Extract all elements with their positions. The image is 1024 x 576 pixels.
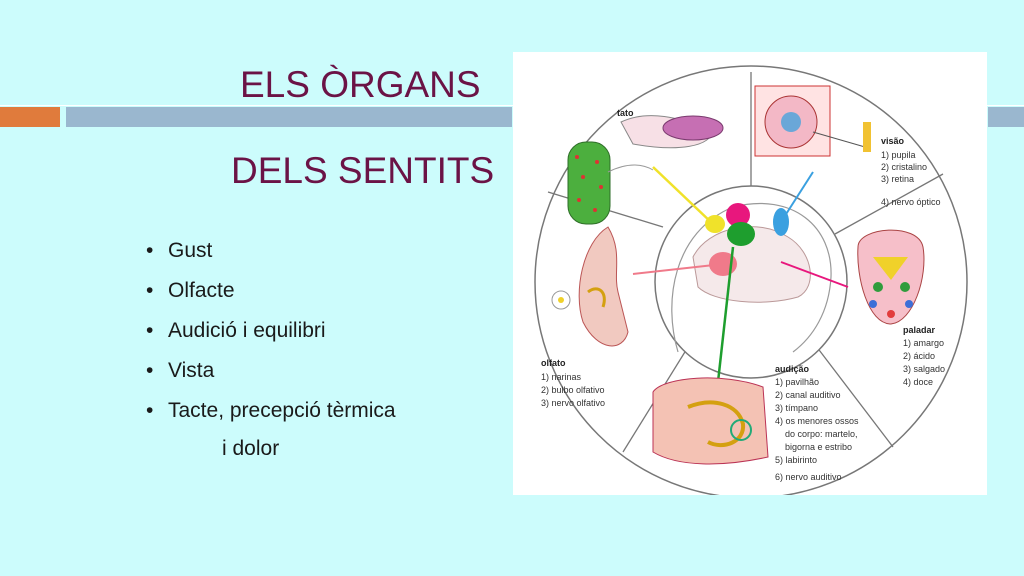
sector-visao: visão 1) pupila 2) cristalino 3) retina … xyxy=(754,85,941,207)
sector-olfato: olfato 1) narinas 2) bulbo olfativo 3) n… xyxy=(541,226,629,408)
slide-title-line1: ELS ÒRGANS xyxy=(240,64,481,105)
header-divider-line xyxy=(0,105,1024,106)
tongue-zone-yellow xyxy=(873,257,908,280)
bullet-item: •Olfacte xyxy=(146,276,396,316)
olfactory-bulb-illustration xyxy=(587,287,606,308)
taste-pathway-line xyxy=(780,261,849,288)
tato-title: tato xyxy=(617,108,634,118)
cactus-illustration xyxy=(567,141,611,225)
visao-item: 3) retina xyxy=(881,174,914,184)
ear-canal-illustration xyxy=(687,400,746,448)
audicao-item: 3) tímpano xyxy=(775,403,818,413)
labyrinth-illustration xyxy=(730,419,752,441)
bullet-item: •Audició i equilibri xyxy=(146,316,396,356)
visao-item: 2) cristalino xyxy=(881,162,927,172)
hearing-pathway-line xyxy=(716,246,735,383)
visao-item: 4) nervo óptico xyxy=(881,197,941,207)
olfato-title: olfato xyxy=(541,358,566,368)
bullet-dot-icon: • xyxy=(146,399,154,422)
bullet-dot-icon: • xyxy=(146,279,154,302)
audicao-item: 6) nervo auditivo xyxy=(775,472,842,482)
senses-diagram: tato visão 1) pupila 2) cristalino 3) re… xyxy=(513,52,987,495)
sector-paladar: paladar 1) amargo 2) ácido 3) salgado 4)… xyxy=(857,229,945,387)
paladar-item: 4) doce xyxy=(903,377,933,387)
brain-region-green xyxy=(727,222,755,246)
bullet-dot-icon: • xyxy=(146,359,154,382)
bullet-list: •Gust •Olfacte •Audició i equilibri •Vis… xyxy=(146,236,396,436)
audicao-title: audição xyxy=(775,364,810,374)
audicao-item: do corpo: martelo, xyxy=(785,429,858,439)
vision-pathway-line xyxy=(780,171,814,223)
accent-bar-blue-left xyxy=(66,107,512,127)
ear-illustration xyxy=(652,377,769,465)
senses-wheel-svg: tato visão 1) pupila 2) cristalino 3) re… xyxy=(534,65,968,495)
sight-line xyxy=(812,131,866,148)
head-outline xyxy=(671,202,832,353)
accent-bar-orange xyxy=(0,107,60,127)
audicao-item: 4) os menores ossos xyxy=(775,416,859,426)
audicao-item: 1) pavilhão xyxy=(775,377,819,387)
pupil-illustration xyxy=(781,112,801,132)
cactus-spines xyxy=(575,155,603,212)
paladar-title: paladar xyxy=(903,325,936,335)
accent-bar-blue-right xyxy=(988,107,1024,127)
sector-audicao: audição 1) pavilhão 2) canal auditivo 3)… xyxy=(652,364,859,482)
bullet-item: •Tacte, precepció tèrmica xyxy=(146,396,396,436)
smell-pathway-line xyxy=(632,263,724,275)
bullet-dot-icon: • xyxy=(146,319,154,342)
nose-illustration xyxy=(578,226,629,347)
touch-pathway-line xyxy=(652,166,714,225)
bullet-dot-icon: • xyxy=(146,239,154,262)
person-figure xyxy=(863,122,871,152)
bullet-item: •Vista xyxy=(146,356,396,396)
brain-region-magenta xyxy=(726,203,750,227)
visao-item: 1) pupila xyxy=(881,150,916,160)
slide-title-line2: DELS SENTITS xyxy=(231,150,495,191)
visao-title: visão xyxy=(881,136,905,146)
paladar-item: 1) amargo xyxy=(903,338,944,348)
touched-object-illustration xyxy=(662,115,724,141)
olfato-item: 1) narinas xyxy=(541,372,582,382)
paladar-item: 2) ácido xyxy=(903,351,935,361)
olfato-item: 3) nervo olfativo xyxy=(541,398,605,408)
fingers-illustration xyxy=(607,164,654,173)
audicao-item: bigorna e estribo xyxy=(785,442,852,452)
bullet-item: •Gust xyxy=(146,236,396,276)
bullet-continuation: i dolor xyxy=(222,437,280,460)
olfato-item: 2) bulbo olfativo xyxy=(541,385,605,395)
paladar-item: 3) salgado xyxy=(903,364,945,374)
sector-tato: tato xyxy=(567,108,724,225)
audicao-item: 5) labirinto xyxy=(775,455,817,465)
audicao-item: 2) canal auditivo xyxy=(775,390,841,400)
